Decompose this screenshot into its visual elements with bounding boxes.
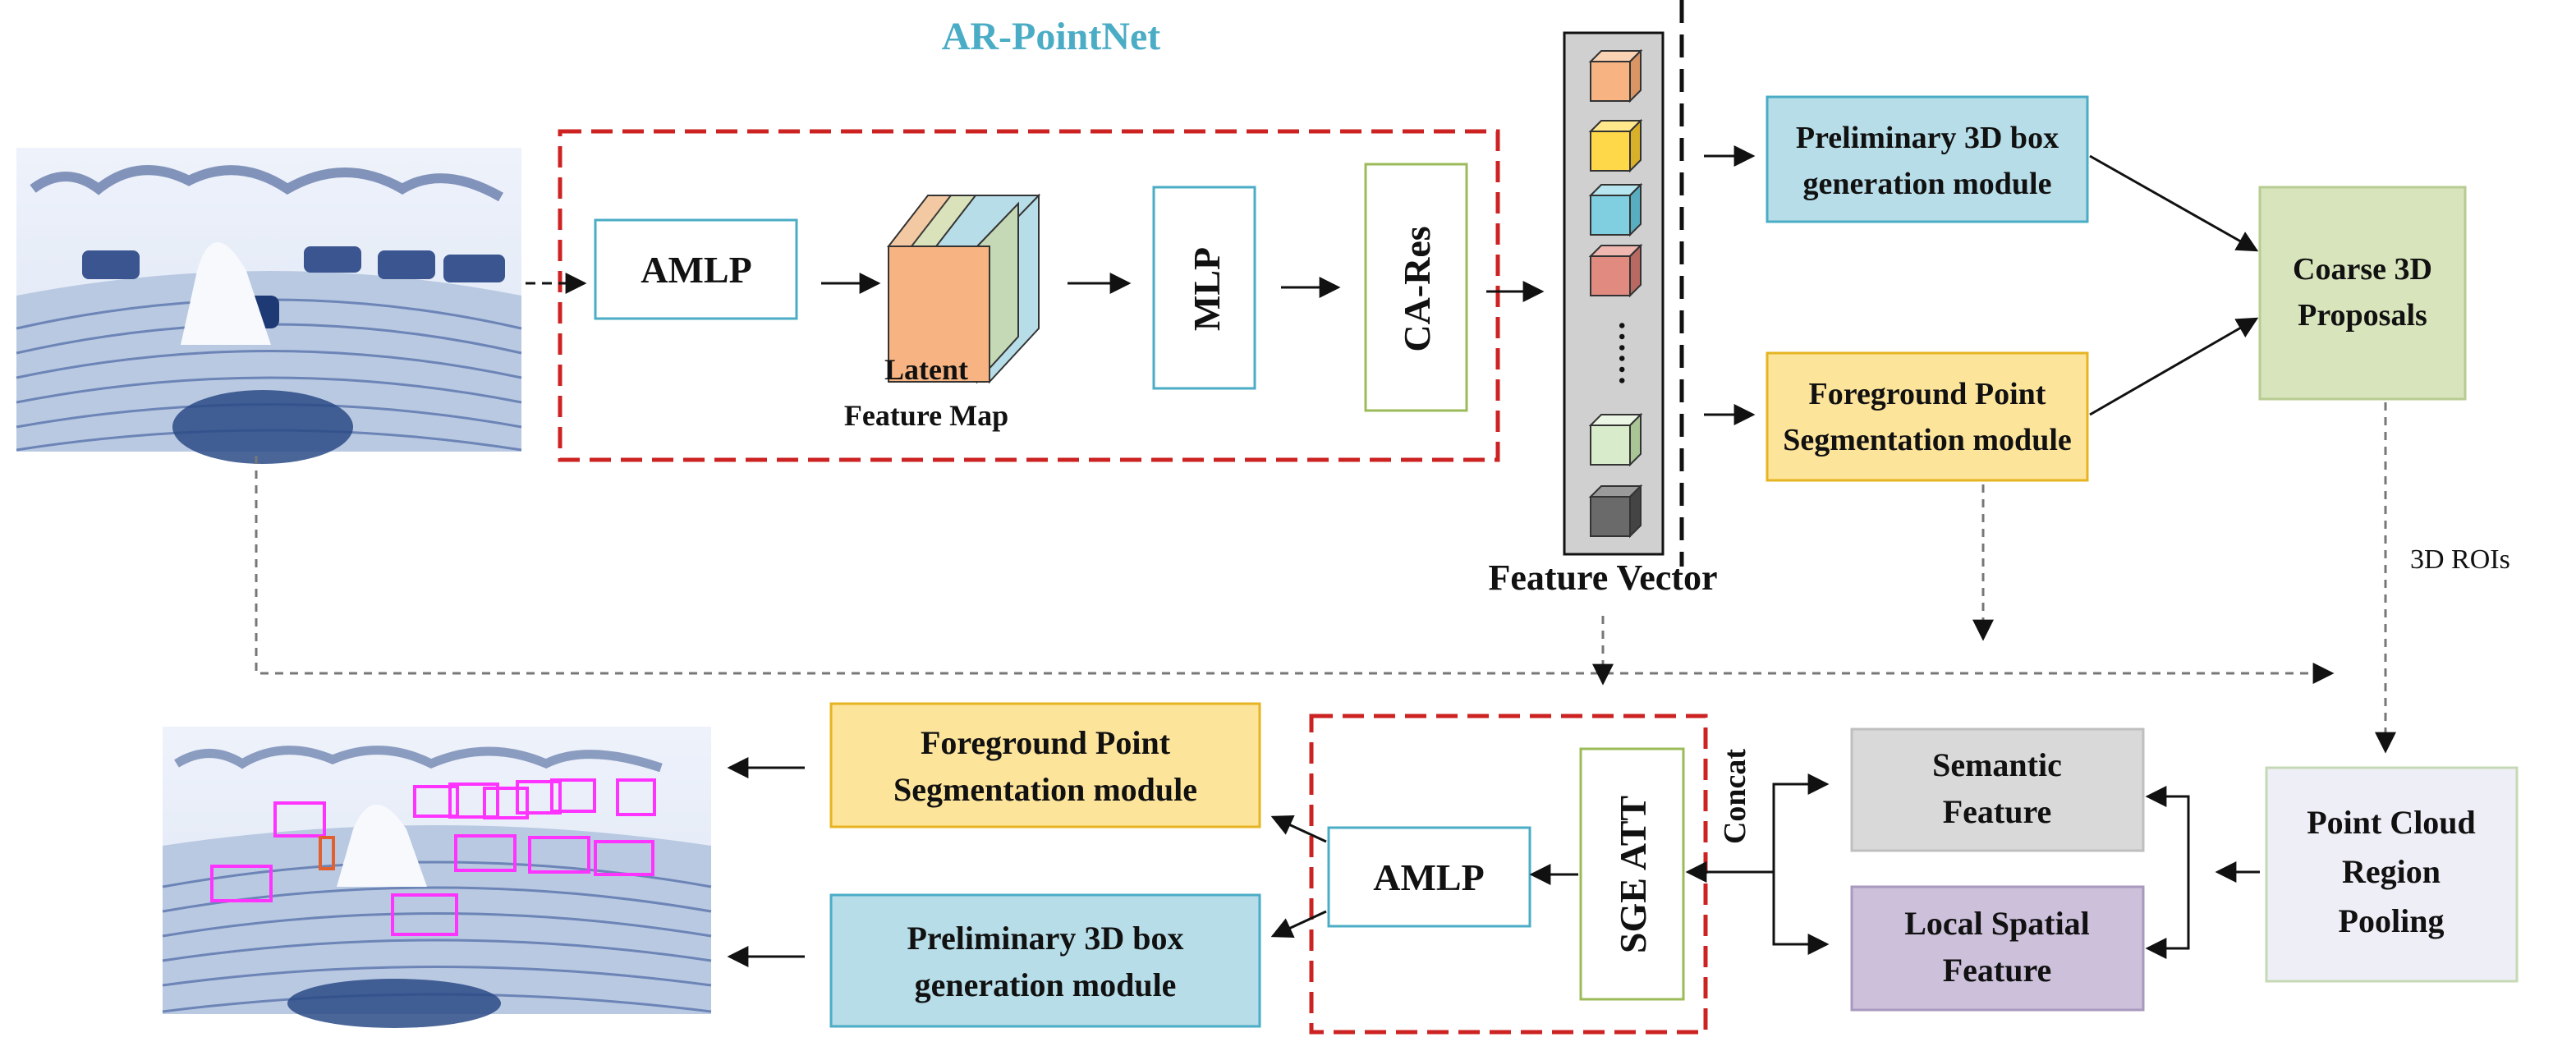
feature-vector: ……: [1563, 31, 1665, 556]
mlp-label: MLP: [1186, 247, 1228, 331]
refinement-frame: [1309, 714, 1708, 1035]
box-gen-top-line2: generation module: [1803, 167, 2052, 201]
coarse-proposals-box: [2258, 186, 2467, 401]
input-point-cloud-image: [16, 148, 522, 464]
pool-line2: Region: [2342, 853, 2441, 890]
box-gen-bottom-line2: generation module: [915, 966, 1177, 1003]
local-spatial-line1: Local Spatial: [1904, 905, 2090, 942]
local-spatial-line2: Feature: [1943, 952, 2052, 989]
box-generation-module-bottom: [829, 893, 1261, 1028]
fg-segmentation-module-top: [1766, 351, 2089, 482]
amlp-block-bottom: [1327, 826, 1531, 928]
ca-res-block: [1364, 163, 1468, 412]
latent-feature-map-cube: [886, 193, 1041, 384]
feature-vector-label: Feature Vector: [1489, 558, 1718, 598]
coarse-line1: Coarse 3D: [2293, 252, 2432, 287]
backbone-frame: [558, 129, 1500, 462]
feature-vector-dots: ……: [1595, 320, 1632, 386]
mlp-block: [1152, 186, 1256, 390]
sge-att-block: [1579, 747, 1685, 1001]
fg-seg-bottom-line1: Foreground Point: [921, 724, 1171, 761]
sge-att-label: SGE ATT: [1612, 796, 1654, 953]
pool-line1: Point Cloud: [2307, 804, 2476, 841]
coarse-line2: Proposals: [2298, 298, 2427, 333]
diagram-title: AR-PointNet: [942, 15, 1161, 58]
latent-label-line2: Feature Map: [844, 399, 1008, 432]
box-generation-module-top: [1766, 95, 2089, 223]
semantic-line1: Semantic: [1932, 746, 2062, 783]
amlp-label-bottom: AMLP: [1373, 856, 1484, 898]
local-spatial-feature-box: [1850, 885, 2145, 1012]
output-detection-image: [162, 727, 712, 1028]
semantic-line2: Feature: [1943, 793, 2052, 830]
amlp-block-top: [594, 218, 798, 320]
latent-label-line1: Latent: [884, 353, 968, 386]
semantic-feature-box: [1850, 727, 2145, 852]
fg-segmentation-module-bottom: [829, 702, 1261, 828]
ca-res-label: CA-Res: [1396, 226, 1438, 351]
box-gen-bottom-line1: Preliminary 3D box: [907, 920, 1183, 957]
pool-line3: Pooling: [2339, 902, 2445, 939]
fg-seg-bottom-line2: Segmentation module: [893, 771, 1197, 808]
concat-label: Concat: [1718, 749, 1752, 844]
box-gen-top-line1: Preliminary 3D box: [1796, 121, 2059, 155]
rois-label: 3D ROIs: [2410, 544, 2510, 575]
fg-seg-top-line2: Segmentation module: [1783, 423, 2072, 457]
region-pooling-box: [2265, 766, 2519, 983]
amlp-label-top: AMLP: [641, 249, 751, 291]
fg-seg-top-line1: Foreground Point: [1809, 377, 2046, 411]
